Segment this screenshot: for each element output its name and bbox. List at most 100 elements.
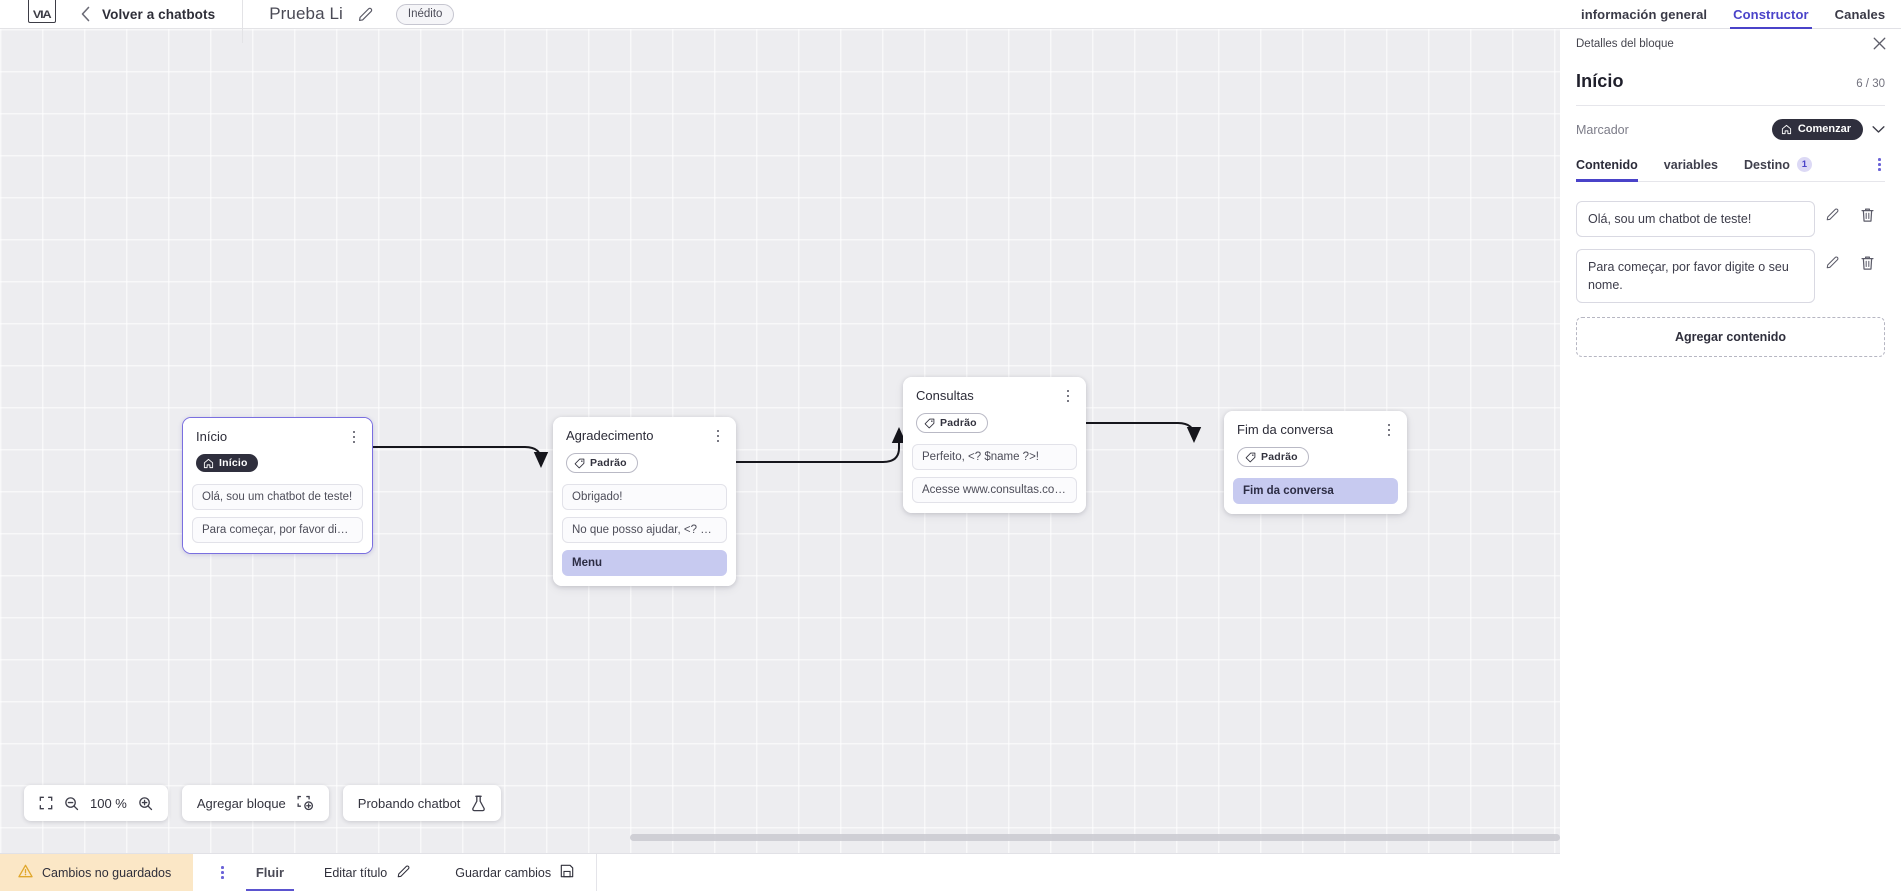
bottom-divider: [596, 853, 598, 891]
flow-node-message[interactable]: Para começar, por favor digite o ...: [192, 516, 363, 543]
save-changes-label: Guardar cambios: [455, 865, 552, 880]
marker-label: Marcador: [1576, 122, 1629, 137]
flow-node-header: Consultas Padrão: [903, 377, 1086, 444]
flow-node-message-highlight[interactable]: Fim da conversa: [1233, 477, 1398, 504]
flow-node-body: Fim da conversa: [1224, 477, 1407, 514]
zoom-out-icon[interactable]: [64, 796, 79, 811]
content-item-row: Para começar, por favor digite o seu nom…: [1576, 249, 1885, 304]
flow-node-message-highlight[interactable]: Menu: [562, 549, 727, 576]
flask-icon: [471, 795, 486, 812]
tag-icon: [1245, 452, 1256, 462]
flow-canvas[interactable]: Início Início Olá, sou um chatbot de tes…: [0, 29, 1560, 853]
add-block-button[interactable]: Agregar bloque: [181, 785, 329, 821]
tab-contenido[interactable]: Contenido: [1576, 151, 1638, 182]
kebab-menu-icon[interactable]: [346, 428, 362, 446]
test-chatbot-button[interactable]: Probando chatbot: [342, 785, 502, 821]
content-list: Olá, sou um chatbot de teste! Para começ…: [1576, 182, 1885, 358]
flow-node-consultas[interactable]: Consultas Padrão Perfeito, <? $name ?>! …: [903, 377, 1086, 513]
tab-constructor[interactable]: Constructor: [1720, 7, 1822, 29]
block-title: Início: [1576, 71, 1624, 91]
canvas-horizontal-scrollbar[interactable]: [630, 834, 1560, 841]
flow-node-title: Fim da conversa: [1237, 422, 1334, 437]
flow-node-message[interactable]: Acesse www.consultas.com par...: [912, 476, 1077, 503]
flow-node-header: Início Início: [183, 418, 372, 484]
content-item-text[interactable]: Olá, sou um chatbot de teste!: [1576, 201, 1815, 238]
tab-fluir[interactable]: Fluir: [238, 854, 302, 891]
zoom-in-icon[interactable]: [138, 796, 153, 811]
trash-icon[interactable]: [1850, 201, 1885, 223]
unsaved-changes-banner: Cambios no guardados: [0, 853, 194, 891]
flow-node-inicio[interactable]: Início Início Olá, sou um chatbot de tes…: [182, 417, 373, 554]
pencil-icon[interactable]: [1815, 201, 1850, 222]
flow-node-fim-da-conversa[interactable]: Fim da conversa Padrão Fim da conversa: [1224, 411, 1407, 514]
block-title-row: Início 6 / 30: [1576, 58, 1885, 106]
flow-node-message[interactable]: Obrigado!: [562, 483, 727, 510]
panel-body: Início 6 / 30 Marcador Comenzar Contenid…: [1560, 58, 1901, 358]
tab-destino[interactable]: Destino 1: [1744, 150, 1812, 181]
add-content-label: Agregar contenido: [1674, 330, 1787, 345]
bottom-toolbar: Cambios no guardados Fluir Editar título…: [0, 853, 1560, 891]
panel-tabs-kebab-menu-icon[interactable]: [1874, 158, 1885, 173]
flow-node-message[interactable]: Perfeito, <? $name ?>!: [912, 443, 1077, 470]
chevron-left-icon[interactable]: [80, 6, 91, 22]
header-divider: [242, 0, 244, 43]
flow-node-tag: Padrão: [916, 413, 988, 433]
home-icon: [1781, 124, 1791, 134]
kebab-menu-icon[interactable]: [1060, 387, 1076, 405]
flow-node-tag-label: Padrão: [1261, 451, 1298, 463]
fit-screen-icon[interactable]: [39, 796, 53, 810]
edit-title-label: Editar título: [324, 865, 388, 880]
panel-content-tabs: Contenido variables Destino 1: [1576, 150, 1885, 182]
add-block-icon: [297, 795, 314, 811]
panel-header-label: Detalles del bloque: [1576, 37, 1674, 50]
flow-node-title: Consultas: [916, 388, 974, 403]
add-content-button[interactable]: Agregar contenido: [1576, 317, 1885, 358]
flow-node-agradecimento[interactable]: Agradecimento Padrão Obrigado! No que po…: [553, 417, 736, 586]
marker-row: Marcador Comenzar: [1576, 106, 1885, 150]
home-icon: [203, 458, 214, 468]
test-chatbot-label: Probando chatbot: [357, 795, 461, 811]
connector-consultas-fim: [1086, 422, 1202, 443]
back-to-chatbots-link[interactable]: Volver a chatbots: [102, 6, 216, 22]
pencil-icon[interactable]: [1815, 249, 1850, 270]
panel-header: Detalles del bloque: [1560, 29, 1901, 58]
marker-value-label: Comenzar: [1797, 123, 1851, 135]
right-side-panel: información general Constructor Canales …: [1560, 0, 1901, 891]
save-disk-icon: [560, 864, 574, 881]
close-icon[interactable]: [1872, 36, 1887, 51]
marker-value-chip[interactable]: Comenzar: [1771, 119, 1863, 140]
tab-destino-label: Destino: [1744, 157, 1790, 172]
flow-node-message[interactable]: Olá, sou um chatbot de teste!: [192, 483, 363, 510]
flow-node-title: Agradecimento: [566, 428, 654, 443]
save-changes-button[interactable]: Guardar cambios: [433, 854, 596, 891]
flow-node-tag-label: Padrão: [940, 417, 977, 429]
unsaved-changes-label: Cambios no guardados: [42, 865, 172, 880]
tag-icon: [574, 458, 585, 468]
block-count-badge: 6 / 30: [1856, 78, 1885, 90]
flow-node-tag-label: Padrão: [590, 457, 627, 469]
flow-node-message[interactable]: No que posso ajudar, <? $name ...: [562, 516, 727, 543]
flow-node-tag-label: Início: [219, 457, 248, 469]
kebab-menu-icon[interactable]: [1381, 421, 1397, 439]
status-badge: Inédito: [395, 3, 455, 25]
kebab-menu-icon[interactable]: [710, 427, 726, 445]
flow-node-tag: Padrão: [566, 453, 638, 473]
bottom-kebab-menu-icon[interactable]: [207, 866, 238, 879]
app-logo[interactable]: VIA: [28, 0, 56, 23]
page-title: Prueba Li: [269, 4, 343, 23]
tab-informacion-general[interactable]: información general: [1581, 7, 1708, 22]
zoom-controls: 100 %: [24, 785, 168, 821]
tab-fluir-label: Fluir: [255, 865, 285, 880]
pencil-icon[interactable]: [357, 6, 374, 23]
marker-control[interactable]: Comenzar: [1771, 119, 1885, 140]
warning-triangle-icon: [18, 864, 33, 881]
pencil-icon: [396, 864, 411, 882]
flow-node-tag: Início: [196, 454, 258, 472]
tab-canales[interactable]: Canales: [1834, 7, 1886, 22]
content-item-text[interactable]: Para começar, por favor digite o seu nom…: [1576, 249, 1815, 304]
chevron-down-icon[interactable]: [1872, 125, 1885, 134]
edit-title-button[interactable]: Editar título: [302, 854, 433, 891]
app-logo-text: VIA: [33, 8, 52, 21]
trash-icon[interactable]: [1850, 249, 1885, 271]
tab-variables[interactable]: variables: [1664, 151, 1718, 181]
